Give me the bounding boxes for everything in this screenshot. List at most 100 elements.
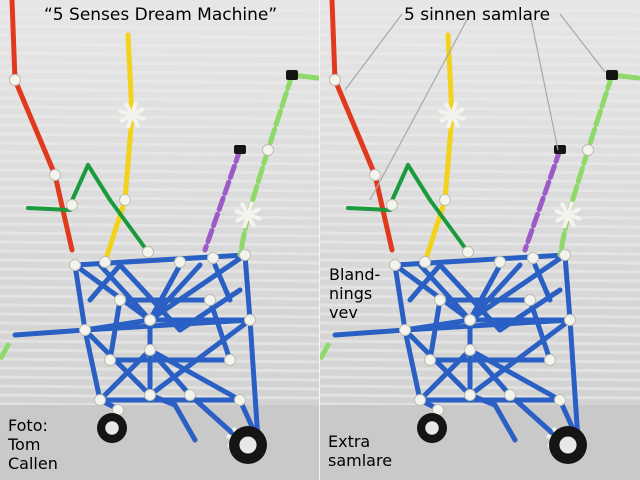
green-straw [108,198,150,254]
purple-crank-straw [202,147,243,253]
blue-frame-straw [497,287,563,333]
blue-frame-straw [407,262,443,303]
connector-node [79,324,91,336]
connector-node [204,294,216,306]
connector-node [369,169,381,181]
connector-node [564,314,576,326]
yellow-straw [125,32,135,118]
connector-node [559,249,571,261]
green-straw [388,163,410,207]
blue-frame-straw [567,317,581,443]
connector-node [144,344,156,356]
connector-node [494,256,506,268]
blue-frame-straw [212,262,233,303]
green-straw [26,206,72,212]
yellow-straw [445,32,455,118]
connector-node [144,314,156,326]
photo-title-english: “5 Senses Dream Machine” [44,5,278,25]
connector-node [386,199,398,211]
connector-node [234,394,246,406]
blue-frame-straw [87,262,123,303]
connector-node [239,249,251,261]
blue-frame-straw [562,252,573,323]
connector-node [49,169,61,181]
yellow-straw [102,197,128,265]
light-green-straw [320,342,331,363]
antenna-cap [606,70,618,80]
connector-node [439,194,451,206]
blue-frame-straw [82,327,103,403]
connector-node [329,74,341,86]
connector-node [244,314,256,326]
red-straw [329,0,338,83]
blue-frame-straw [492,402,518,443]
green-straw [428,198,470,254]
connector-node [419,256,431,268]
connector-node [389,259,401,271]
connector-node [174,256,186,268]
wheel-hub [239,436,257,454]
annotation-leader-lines [344,13,606,201]
red-straw [372,172,395,253]
red-straw [12,77,58,178]
blue-frame-straw [532,262,553,303]
connector-node [504,389,516,401]
crank-label: Bland- nings vev [329,265,381,322]
connector-node [462,246,474,258]
connector-node [464,344,476,356]
green-straw [346,206,392,212]
blue-frame-straw [247,317,261,443]
connector-node [262,144,274,156]
blue-frame-straw [242,252,253,323]
dream-machine-sculpture [0,0,320,480]
blue-frame-straw [437,262,503,333]
connector-node [464,389,476,401]
yellow-straw [422,197,448,265]
light-green-straw [265,72,295,153]
connector-node [119,194,131,206]
blue-frame-straw [417,262,473,323]
light-green-straw [0,342,11,363]
photo-right: 5 sinnen samlare Bland- nings vev Extra … [320,0,640,480]
star-connector [438,101,466,129]
star-connector [234,201,262,229]
blue-frame-straw [107,297,123,363]
blue-frame-straw [97,262,153,323]
blue-frame-straw [117,262,183,333]
connector-node [224,354,236,366]
photo-credit: Foto: Tom Callen [8,416,58,473]
red-straw [332,77,378,178]
connector-node [399,324,411,336]
blue-frame-straw [172,402,198,443]
blue-frame-straw [507,392,563,443]
red-straw [9,0,18,83]
connector-node [142,246,154,258]
blue-frame-straw [12,327,88,338]
wheel-hub [105,421,119,435]
blue-frame-straw [147,252,248,323]
star-connector [554,201,582,229]
blue-frame-straw [467,262,523,323]
purple-crank-straw [522,147,563,253]
blue-frame-straw [177,287,243,333]
blue-frame-straw [72,262,153,323]
antenna-cap [286,70,298,80]
blue-frame-straw [147,262,203,323]
blue-frame-straw [187,392,243,443]
photo-left: “5 Senses Dream Machine” Foto: Tom Calle… [0,0,320,480]
wheel-hub [559,436,577,454]
green-straw [406,163,432,202]
blue-frame-straw [467,262,503,323]
extra-collector-label: Extra samlare [328,432,393,470]
connector-node [114,294,126,306]
star-connector [118,101,146,129]
red-straw [52,172,75,253]
connector-node [207,252,219,264]
connector-node [527,252,539,264]
dream-machine-sculpture-annotated [320,0,640,480]
blue-frame-straw [402,327,423,403]
connector-node [464,314,476,326]
connector-node [582,144,594,156]
blue-frame-straw [332,327,408,338]
photo-title-swedish: 5 sinnen samlare [404,5,551,25]
